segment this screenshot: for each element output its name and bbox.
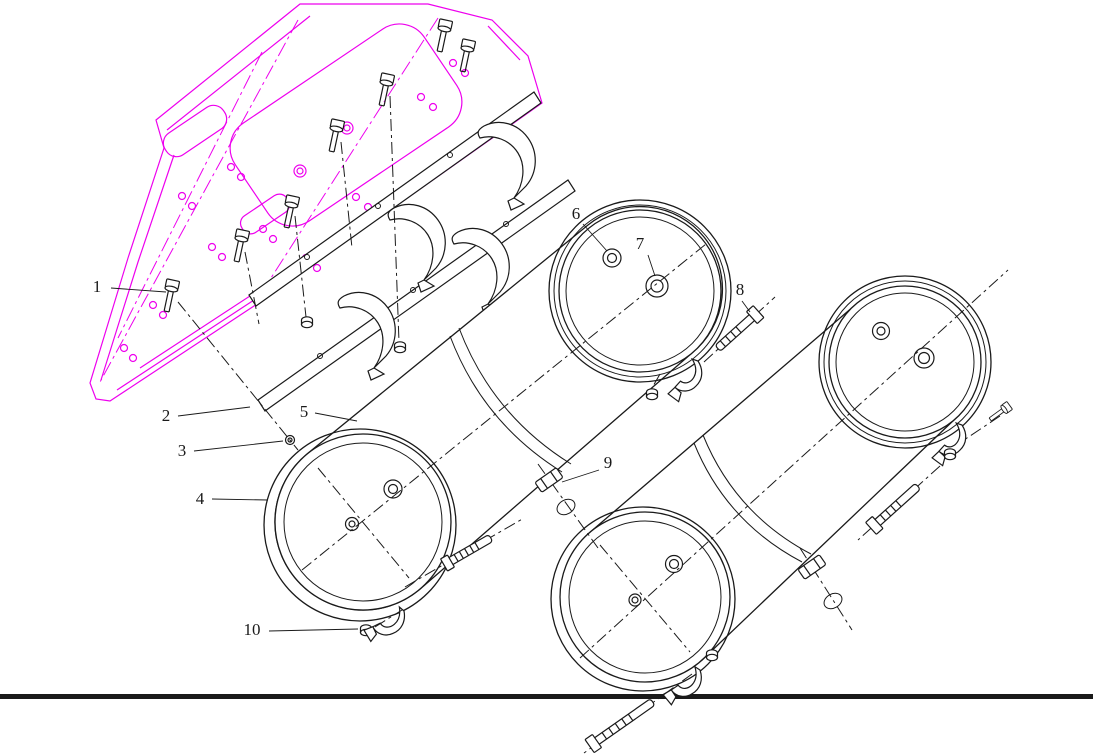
mounting-hardware [159, 18, 1013, 637]
chassis-inner-edges [100, 15, 521, 391]
chassis-slot [162, 104, 228, 158]
tank1-front-rim [283, 442, 443, 602]
air-tank-1 [263, 199, 732, 649]
leader-line [741, 300, 751, 313]
part1-bolt [159, 278, 181, 314]
leader-line [561, 469, 600, 483]
strap-bolt [986, 400, 1013, 424]
part8-bolt [715, 305, 765, 351]
leader-line [193, 440, 284, 452]
leader-line [268, 628, 359, 632]
leader-line [177, 406, 251, 417]
tank2-front-strap-nut [705, 649, 719, 662]
strap-rod [440, 535, 493, 572]
tank2-axis [579, 269, 1009, 659]
baseline-rule [0, 694, 1093, 699]
callout-5-label: 5 [300, 402, 309, 421]
callout-2-label: 2 [162, 406, 171, 425]
leader-line [211, 498, 269, 501]
tank1-rear-ports [602, 248, 669, 298]
callout-4-label: 4 [196, 489, 205, 508]
mounting-bar-holes [304, 152, 509, 359]
callout-3-label: 3 [178, 441, 187, 460]
callout-6: 6 [572, 204, 608, 252]
callout-10-label: 10 [244, 620, 261, 639]
callout-7: 7 [636, 234, 656, 277]
callout-2: 2 [162, 406, 251, 425]
tank2-rear-cap [828, 285, 982, 439]
mounting-bar-upper [248, 91, 542, 307]
callout-9-label: 9 [604, 453, 613, 472]
tank2-front-strap [550, 506, 736, 692]
tank2-front-ports [628, 554, 684, 607]
callout-6-label: 6 [572, 204, 581, 223]
mounting-nut [300, 316, 314, 329]
frame-bolt [229, 228, 251, 264]
callout-8-label: 8 [736, 280, 745, 299]
leader-line [314, 412, 358, 422]
chassis-holes [119, 58, 470, 363]
tank1-rear-strap-inner [553, 204, 727, 378]
saddle-bracket [477, 121, 536, 211]
strap-rod-rear [865, 483, 920, 535]
tank2-ring [823, 592, 843, 610]
tank2-front-rim [568, 520, 722, 674]
frame-bolt [279, 194, 301, 230]
strap-rod-long [584, 699, 655, 753]
callout-5: 5 [300, 402, 358, 422]
tank1-rear-strap [548, 199, 732, 383]
tank1-front-strap [263, 428, 457, 622]
mounting-nut [393, 341, 407, 354]
tank1-rear-strap-nut [645, 388, 659, 401]
leader-line [582, 223, 608, 252]
callout-10: 10 [244, 620, 359, 639]
leader-line [647, 254, 656, 277]
tank1-rear-cap [558, 209, 722, 373]
air-tank-2 [550, 275, 992, 712]
tank2-rear-cap-rim [835, 292, 975, 432]
tank2-front-face [559, 511, 731, 683]
part9-ring [556, 498, 576, 516]
callout-1: 1 [93, 277, 167, 296]
tank2-rear-strap-nut [943, 448, 957, 461]
tank1-rear-cap-rim [565, 216, 715, 366]
leader-line [110, 287, 167, 293]
frame-bolt [432, 18, 454, 54]
small-parts [440, 305, 920, 753]
tank1-axis [301, 243, 707, 571]
tank2-weld-seam [702, 434, 812, 555]
tank2-rear-strap-inner [823, 280, 987, 444]
tank2-fitting [798, 554, 826, 580]
callout-9: 9 [561, 453, 613, 483]
tank1-weld-seam [449, 335, 563, 473]
tank1-weld-seam [458, 327, 572, 465]
tank2-rear-ports [871, 321, 935, 369]
callout-1-label: 1 [93, 277, 102, 296]
callout-4: 4 [196, 489, 269, 508]
callout-7-label: 7 [636, 234, 645, 253]
chassis-opening [229, 23, 463, 227]
callout-3: 3 [178, 440, 284, 460]
callouts: 1 2 3 4 5 6 7 8 [93, 204, 751, 639]
frame-bolt [455, 38, 477, 74]
tank2-rear-strap [818, 275, 992, 449]
callout-8: 8 [736, 280, 751, 313]
tank1-front-ports [344, 479, 403, 532]
part9-fitting [535, 467, 563, 493]
tank2-weld-seam [693, 442, 803, 563]
